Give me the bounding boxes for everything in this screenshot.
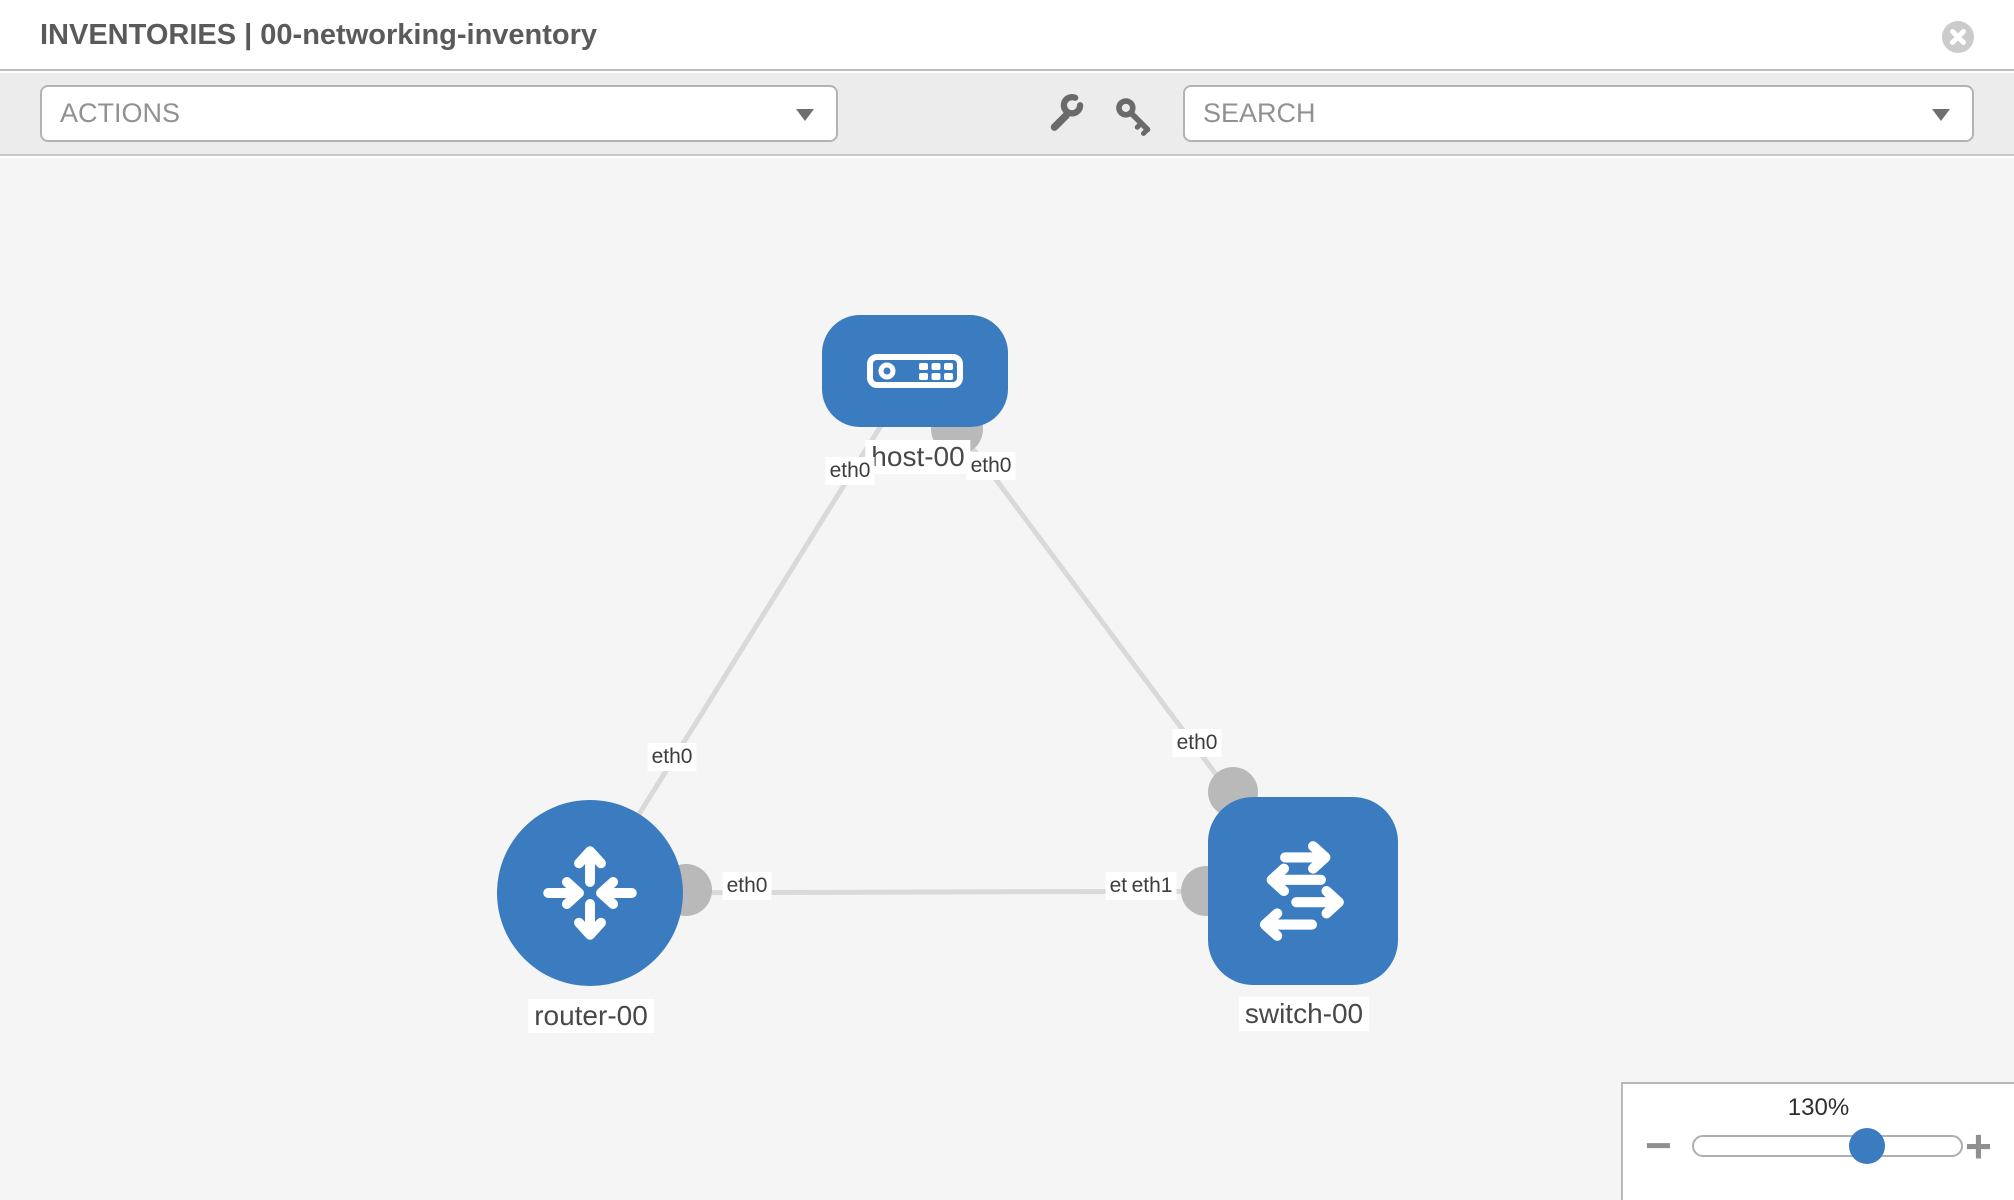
close-icon bbox=[1950, 29, 1966, 45]
search-dropdown-label: SEARCH bbox=[1203, 98, 1316, 128]
node-router-00[interactable] bbox=[497, 800, 683, 986]
key-button[interactable] bbox=[1112, 94, 1156, 138]
wrench-icon bbox=[1050, 94, 1084, 131]
chevron-down-icon bbox=[796, 109, 814, 121]
interface-label-switch-eth1: eth1 bbox=[1127, 872, 1177, 900]
node-label-switch: switch-00 bbox=[1238, 997, 1370, 1031]
actions-dropdown[interactable]: ACTIONS bbox=[40, 85, 838, 142]
zoom-in-button[interactable]: + bbox=[1965, 1120, 1992, 1172]
interface-label-router-host-eth0: eth0 bbox=[647, 743, 697, 771]
chevron-down-icon bbox=[1932, 109, 1950, 121]
page-title: INVENTORIES | 00-networking-inventory bbox=[40, 19, 598, 51]
node-label-host: host-00 bbox=[865, 440, 971, 474]
interface-label-host-switch-eth0: eth0 bbox=[1172, 729, 1222, 757]
node-label-router: router-00 bbox=[528, 999, 654, 1033]
zoom-out-button[interactable]: − bbox=[1645, 1119, 1672, 1171]
key-icon bbox=[1116, 98, 1151, 136]
links-layer bbox=[587, 369, 1306, 916]
header: INVENTORIES | 00-networking-inventory bbox=[0, 0, 2014, 71]
zoom-level: 130% bbox=[1787, 1094, 1850, 1121]
interface-label-host-eth0-right: eth0 bbox=[966, 452, 1016, 480]
interface-label-host-eth0-left: eth0 bbox=[825, 457, 875, 485]
zoom-panel: 130% − + bbox=[1621, 1082, 2014, 1200]
wrench-button[interactable] bbox=[1045, 92, 1089, 136]
switch-icon bbox=[1259, 841, 1344, 941]
interface-label-router-eth0: eth0 bbox=[722, 872, 772, 900]
close-button[interactable] bbox=[1942, 21, 1974, 53]
router-icon bbox=[543, 846, 637, 940]
zoom-slider-track[interactable] bbox=[1692, 1128, 1963, 1164]
search-dropdown[interactable]: SEARCH bbox=[1183, 85, 1974, 142]
topology-canvas[interactable]: host-00 router-00 switch-00 eth0 eth0 et… bbox=[0, 158, 2014, 1200]
actions-dropdown-label: ACTIONS bbox=[60, 98, 181, 128]
toolbar: ACTIONS SEARCH bbox=[0, 73, 2014, 156]
host-icon bbox=[867, 354, 963, 388]
zoom-slider-thumb[interactable] bbox=[1849, 1128, 1885, 1164]
node-switch-00[interactable] bbox=[1208, 797, 1398, 985]
node-host-00[interactable] bbox=[822, 315, 1008, 427]
